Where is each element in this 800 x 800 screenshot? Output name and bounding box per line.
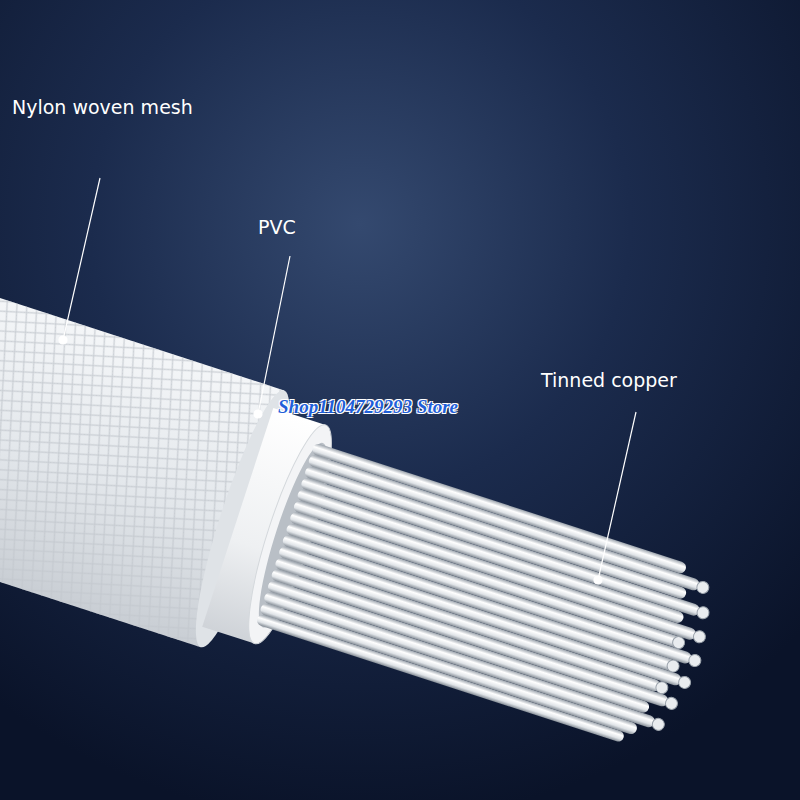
part-label: PVC (258, 216, 296, 239)
part-label: Nylon woven mesh (12, 96, 193, 119)
watermark: Shop1104729293 Store (278, 396, 458, 419)
part-label: Tinned copper (541, 369, 677, 392)
